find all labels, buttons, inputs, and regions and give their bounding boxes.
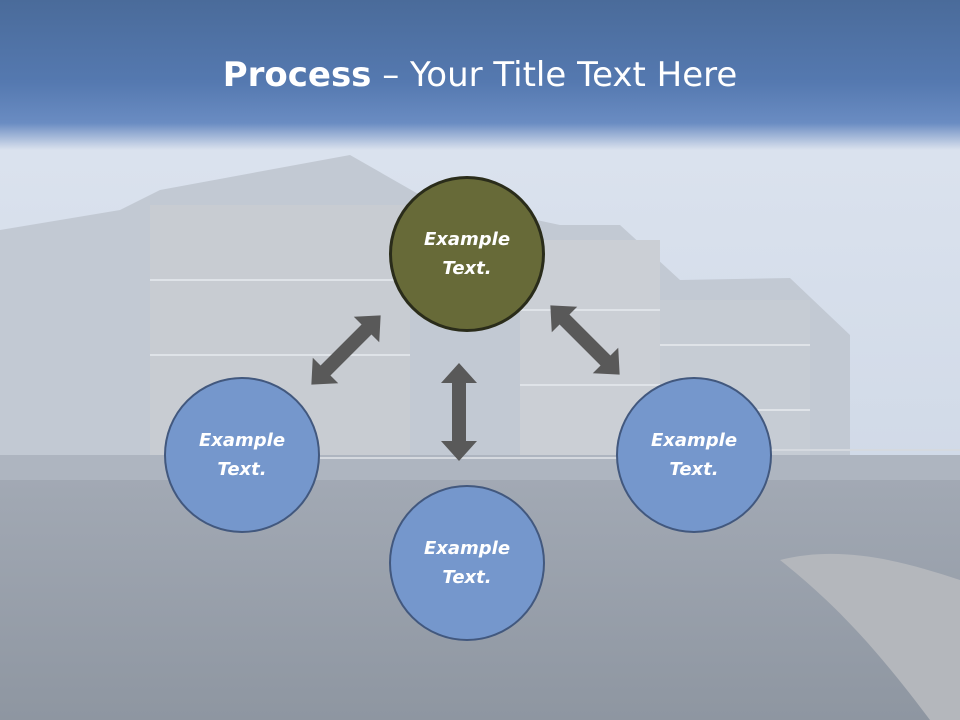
node-right-line2: Text. — [669, 459, 719, 480]
title-banner — [0, 0, 960, 150]
arrow-top-left[interactable] — [299, 303, 394, 398]
node-bottom-line2: Text. — [442, 567, 492, 588]
node-left-line2: Text. — [217, 459, 267, 480]
node-top-line2: Text. — [442, 258, 492, 279]
arrow-top-right[interactable] — [538, 293, 633, 388]
node-left-line1: Example — [198, 430, 286, 451]
title-bold-text: Process — [222, 55, 372, 95]
title-rest-text: – Your Title Text Here — [371, 55, 738, 95]
slide-title[interactable]: Process – Your Title Text Here — [0, 52, 960, 98]
arrow-center-vertical[interactable] — [441, 363, 477, 461]
node-top-line1: Example — [423, 229, 511, 250]
node-right-line1: Example — [650, 430, 738, 451]
node-bottom-line1: Example — [423, 538, 511, 559]
